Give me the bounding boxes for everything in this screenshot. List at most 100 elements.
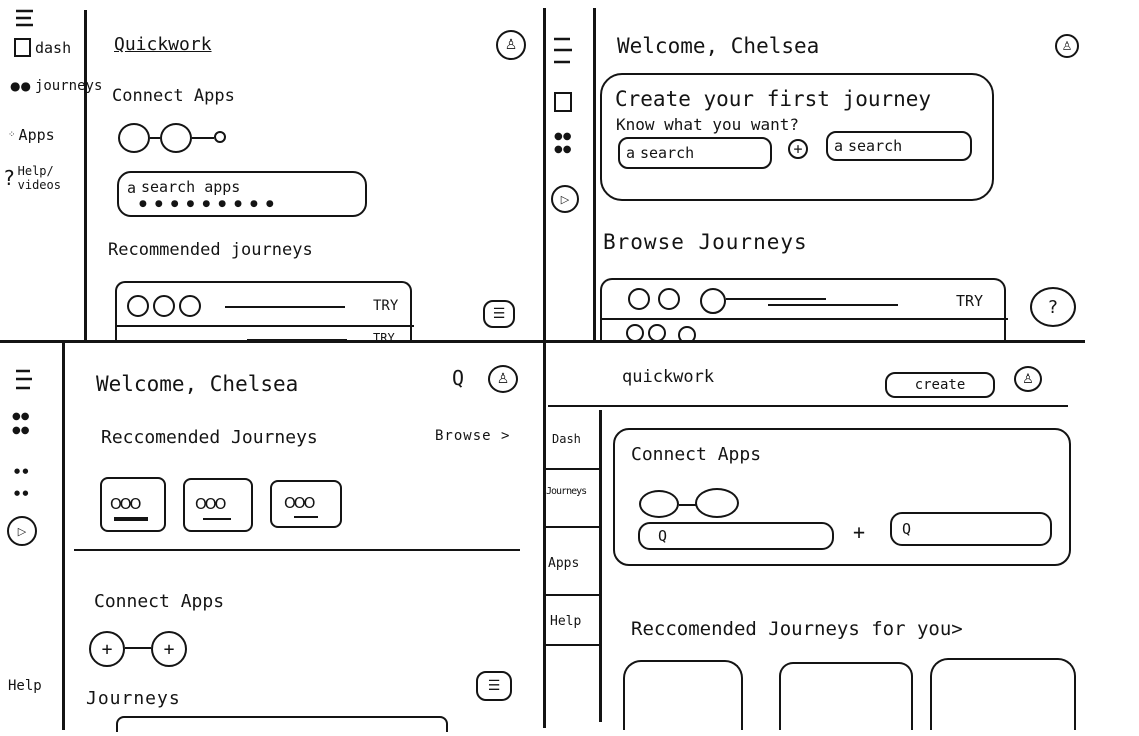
search-icon[interactable]: Q: [452, 366, 465, 390]
help-link[interactable]: Help: [8, 678, 42, 694]
chat-icon[interactable]: ☰: [476, 671, 512, 701]
journeys-heading: Journeys: [86, 688, 181, 709]
search-apps-box[interactable]: a search apps ●●●●●●●●●: [117, 171, 367, 217]
journey-card[interactable]: OOO: [270, 480, 342, 528]
sidebar-item-journeys[interactable]: ●● journeys: [10, 78, 102, 94]
menu-icon[interactable]: [14, 368, 34, 392]
sidebar-item-apps[interactable]: ⁘ Apps: [8, 126, 55, 144]
try-label[interactable]: TRY: [373, 331, 395, 345]
search-input-trigger[interactable]: Q: [638, 522, 834, 550]
app-dots-icon[interactable]: ●●●●: [12, 411, 30, 436]
create-journey-heading: Create your first journey: [615, 87, 932, 111]
q2-sidebar-edge: [593, 8, 596, 340]
magnifier-icon: Q: [902, 520, 912, 538]
app-circle: [160, 123, 192, 153]
search-input-action[interactable]: Q: [890, 512, 1052, 546]
tab-dash[interactable]: Dash: [546, 428, 599, 470]
app-circle: [118, 123, 150, 153]
journey-card[interactable]: OOO: [183, 478, 253, 532]
sidebar-item-dash[interactable]: dash: [14, 38, 71, 57]
connected-apps-chain: [118, 123, 233, 153]
journey-row[interactable]: TRY: [127, 331, 407, 345]
journeys-list: TRY: [600, 278, 1008, 342]
help-icon[interactable]: ?: [1030, 287, 1076, 327]
menu-icon[interactable]: [14, 8, 36, 28]
browse-link[interactable]: Browse >: [435, 428, 511, 444]
section-divider: [74, 549, 520, 551]
magnifier-icon: Q: [658, 527, 668, 545]
q1-sidebar-edge: [84, 10, 87, 340]
create-journey-card: Create your first journey Know what you …: [600, 73, 994, 201]
user-avatar-icon[interactable]: ♙: [488, 365, 518, 393]
sidebar-item-help[interactable]: ? Help/ videos: [4, 164, 76, 193]
app-circle: [639, 490, 679, 518]
user-avatar-icon[interactable]: ♙: [496, 30, 526, 60]
welcome-title: Welcome, Chelsea: [617, 34, 820, 58]
tab-help[interactable]: Help: [546, 610, 599, 646]
try-label[interactable]: TRY: [956, 292, 984, 310]
recommended-journeys-heading: Recommended journeys: [108, 240, 313, 260]
recommended-journeys-heading: Reccomended Journeys: [101, 427, 318, 448]
brand-title: quickwork: [622, 367, 715, 387]
connected-apps-chain: + +: [89, 631, 201, 667]
square-icon[interactable]: [554, 92, 572, 112]
brand-title: Quickwork: [114, 34, 212, 55]
search-apps-label: search apps: [141, 178, 241, 196]
journey-card[interactable]: [779, 662, 913, 730]
journey-card[interactable]: OOO: [100, 477, 166, 532]
journey-card[interactable]: [930, 658, 1076, 730]
journey-row[interactable]: TRY: [127, 295, 407, 319]
dots-icon[interactable]: ●●●●: [554, 131, 572, 155]
magnifier-icon: a: [127, 179, 137, 197]
try-label[interactable]: TRY: [373, 298, 399, 314]
tab-label: Help: [550, 614, 582, 629]
search-label: search: [848, 137, 903, 155]
magnifier-icon: a: [626, 144, 636, 162]
add-app-button[interactable]: +: [151, 631, 187, 667]
journey-row[interactable]: [626, 324, 726, 342]
sidebar-label: dash: [35, 38, 72, 57]
search-input-action[interactable]: a search: [826, 131, 972, 161]
search-input-trigger[interactable]: a search: [618, 137, 772, 169]
sidebar-label: journeys: [34, 78, 103, 94]
connect-apps-heading: Connect Apps: [112, 86, 235, 106]
user-avatar-icon[interactable]: ♙: [1055, 34, 1079, 58]
journeys-list-top: [116, 716, 448, 732]
sidebar-label: Apps: [18, 126, 55, 144]
plus-icon[interactable]: +: [788, 139, 808, 159]
browse-journeys-heading: Browse Journeys: [603, 230, 808, 254]
tab-label: Journeys: [546, 486, 587, 497]
chat-icon[interactable]: ☰: [483, 300, 515, 328]
app-circle: [695, 488, 739, 518]
play-icon[interactable]: ▷: [7, 516, 37, 546]
magnifier-icon: a: [834, 137, 844, 155]
play-icon[interactable]: ▷: [551, 185, 579, 213]
welcome-title: Welcome, Chelsea: [96, 372, 299, 396]
tab-journeys[interactable]: Journeys: [546, 470, 599, 528]
plus-icon[interactable]: +: [853, 520, 866, 544]
user-avatar-icon[interactable]: ♙: [1014, 366, 1042, 392]
add-app-button[interactable]: +: [89, 631, 125, 667]
dots-icon[interactable]: ● ●● ●: [14, 467, 29, 497]
journeys-list: TRY TRY: [115, 281, 414, 345]
menu-icon[interactable]: [552, 36, 574, 68]
sidebar-label: Help/ videos: [17, 164, 61, 193]
recommended-journeys-heading[interactable]: Reccomended Journeys for you>: [631, 618, 963, 640]
connect-apps-card: Connect Apps Q + Q: [613, 428, 1071, 566]
connect-apps-heading: Connect Apps: [631, 444, 762, 465]
q3-sidebar-edge: [62, 342, 65, 730]
add-app-dot[interactable]: [214, 131, 226, 143]
tab-label: Dash: [552, 432, 581, 446]
vertical-divider-center: [543, 8, 546, 728]
horizontal-divider-middle: [0, 340, 1085, 343]
search-label: search: [640, 144, 695, 162]
journey-card[interactable]: [623, 660, 743, 730]
journey-row[interactable]: TRY: [628, 288, 998, 316]
dots-icon: ●●: [10, 79, 31, 93]
tab-apps[interactable]: Apps: [546, 544, 599, 596]
square-icon: [14, 38, 31, 57]
create-button[interactable]: create: [885, 372, 995, 398]
question-icon: ?: [4, 166, 15, 191]
header-divider: [548, 405, 1068, 407]
app-dots-row: ●●●●●●●●●: [139, 199, 282, 209]
